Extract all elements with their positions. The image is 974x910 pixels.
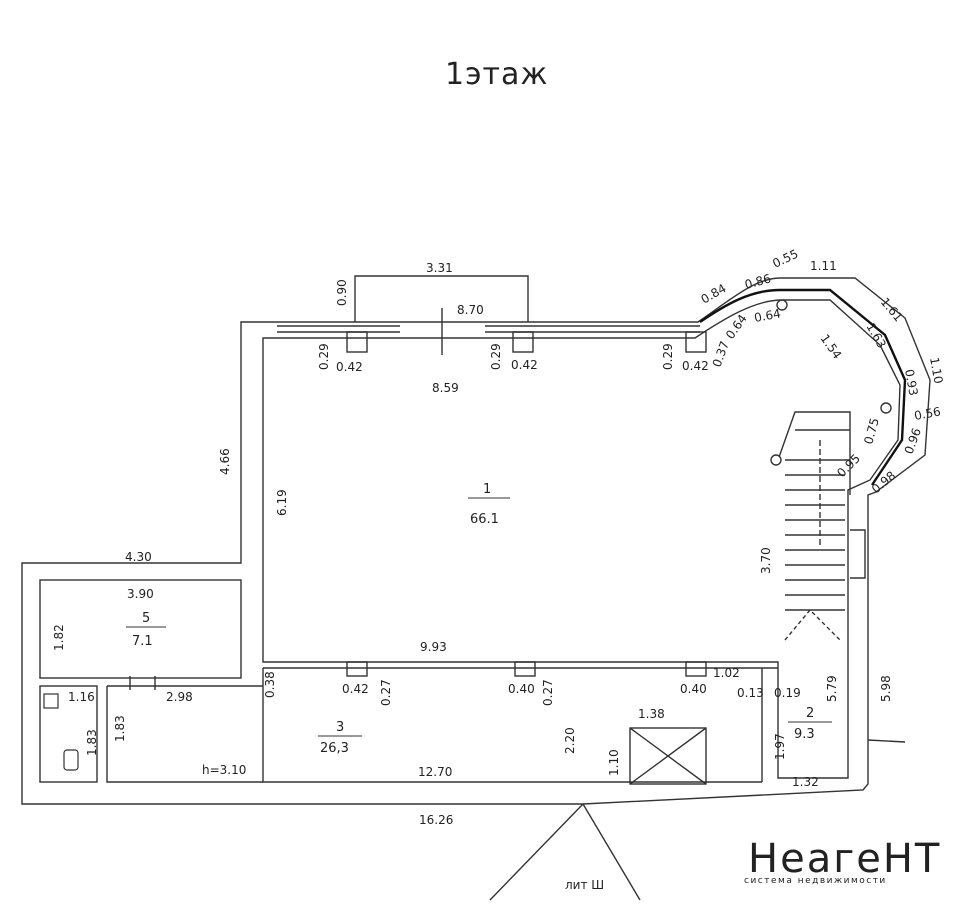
dim-label: 1.10 bbox=[927, 356, 945, 385]
toilet-icon bbox=[63, 749, 79, 771]
dim-label: 1.97 bbox=[773, 733, 787, 760]
room-area: 7.1 bbox=[132, 634, 153, 649]
dim-label: 1.16 bbox=[68, 690, 95, 704]
dim-label: 1.10 bbox=[607, 749, 621, 776]
dim-label: 0.13 bbox=[737, 686, 764, 700]
dim-label: 4.66 bbox=[218, 448, 232, 475]
dim-label: 0.75 bbox=[861, 416, 881, 445]
dim-label: 2.98 bbox=[166, 690, 193, 704]
dim-label: 1.82 bbox=[52, 624, 66, 651]
dim-label: 1.02 bbox=[713, 666, 740, 680]
dim-label: 8.59 bbox=[432, 381, 459, 395]
dim-label: 16.26 bbox=[419, 813, 453, 827]
dim-label: 3.31 bbox=[426, 261, 453, 275]
room-number: 3 bbox=[336, 720, 344, 735]
dim-label: 0.93 bbox=[902, 368, 920, 397]
floor-title: 1этаж bbox=[445, 57, 548, 92]
dim-label: 0.19 bbox=[774, 686, 801, 700]
dim-label: 0.38 bbox=[263, 671, 277, 698]
dim-label: 1.11 bbox=[810, 259, 837, 273]
survey-points bbox=[770, 299, 892, 466]
room-2-label: 2 9.3 bbox=[788, 706, 832, 742]
dim-label: 0.29 bbox=[661, 343, 675, 370]
room-number: 2 bbox=[806, 706, 814, 721]
dim-label: 0.27 bbox=[541, 679, 555, 706]
dim-label: 4.30 bbox=[125, 550, 152, 564]
room-3-label: 3 26,3 bbox=[318, 720, 362, 756]
dim-label: 0.42 bbox=[336, 360, 363, 374]
dimensions-vertical: 0.90 0.29 0.29 0.29 4.66 6.19 3.70 1.82 … bbox=[52, 279, 893, 776]
room-5-label: 5 7.1 bbox=[126, 611, 166, 649]
dim-label: 0.56 bbox=[913, 405, 942, 423]
curved-walls bbox=[699, 288, 907, 486]
dim-label: 0.90 bbox=[335, 279, 349, 306]
dim-label: 9.93 bbox=[420, 640, 447, 654]
room-number: 1 bbox=[483, 482, 491, 497]
room-area: 26,3 bbox=[320, 741, 349, 756]
room-area: 66.1 bbox=[470, 512, 499, 527]
dim-label: 0.64 bbox=[753, 307, 782, 325]
dim-label: 3.90 bbox=[127, 587, 154, 601]
dim-label: 6.19 bbox=[275, 489, 289, 516]
dim-label: 0.40 bbox=[508, 682, 535, 696]
sink-icon bbox=[43, 693, 59, 709]
dimensions-horizontal: 3.31 8.70 8.59 9.93 4.30 3.90 12.70 16.2… bbox=[68, 259, 837, 827]
dim-label: 2.20 bbox=[563, 727, 577, 754]
room-number: 5 bbox=[142, 611, 150, 626]
dim-label: 5.79 bbox=[825, 675, 839, 702]
dim-label: 8.70 bbox=[457, 303, 484, 317]
dim-label: 0.86 bbox=[743, 271, 772, 291]
dim-label: 0.29 bbox=[489, 343, 503, 370]
dim-label: 1.83 bbox=[113, 715, 127, 742]
dim-label: 0.29 bbox=[317, 343, 331, 370]
building-letter-label: лит Ш bbox=[565, 878, 604, 892]
dim-label: 1.38 bbox=[638, 707, 665, 721]
dim-label: 0.42 bbox=[511, 358, 538, 372]
dim-label: 0.27 bbox=[379, 679, 393, 706]
dim-label: 0.42 bbox=[682, 359, 709, 373]
dim-label: 0.40 bbox=[680, 682, 707, 696]
room-1-label: 1 66.1 bbox=[468, 482, 510, 527]
dim-label: h=3.10 bbox=[202, 763, 246, 777]
dim-label: 1.83 bbox=[85, 729, 99, 756]
dim-label: 0.42 bbox=[342, 682, 369, 696]
watermark-tagline: система недвижимости bbox=[744, 876, 887, 886]
watermark-logo: НеагеНТ bbox=[748, 836, 941, 882]
bath-fixtures bbox=[43, 693, 79, 771]
dim-label: 12.70 bbox=[418, 765, 452, 779]
room-area: 9.3 bbox=[794, 727, 815, 742]
dim-label: 3.70 bbox=[759, 547, 773, 574]
dim-label: 5.98 bbox=[879, 675, 893, 702]
dim-label: 1.32 bbox=[792, 775, 819, 789]
